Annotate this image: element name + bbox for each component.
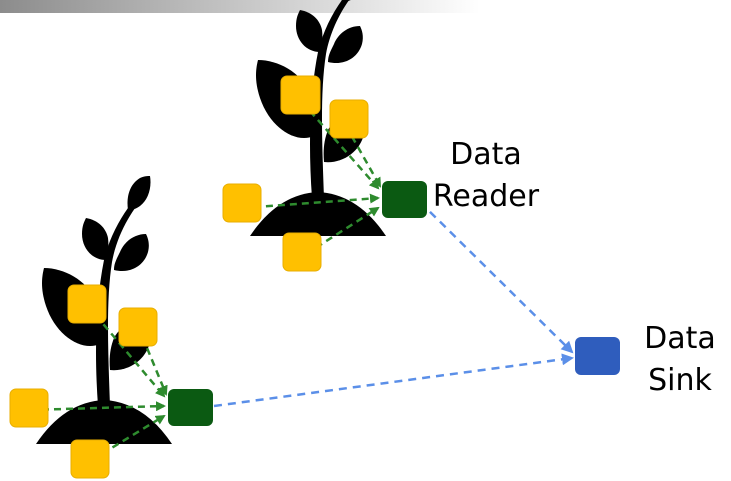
- data-sink-label: Data Sink: [624, 318, 731, 402]
- data-sink-label-line1: Data: [644, 321, 716, 356]
- sensor-node: [329, 99, 369, 139]
- sensor-node: [67, 284, 107, 324]
- link-reader1-to-sink: [419, 201, 574, 354]
- sensor-node: [118, 307, 158, 347]
- sensor-node: [70, 439, 110, 479]
- data-reader-node: [382, 181, 427, 218]
- data-sink-label-line2: Sink: [648, 363, 712, 398]
- link-sensor-top-2: [87, 305, 166, 398]
- reader-sink-links: [213, 201, 574, 408]
- sensor-node: [9, 388, 49, 428]
- slide-top-bar: [0, 0, 480, 13]
- link-sensor-left-1: [241, 193, 380, 210]
- data-reader-label: Data Reader: [418, 134, 554, 218]
- data-reader-label-line2: Reader: [432, 179, 540, 214]
- data-sink-node: [575, 337, 620, 375]
- link-sensor-left-2: [29, 401, 166, 412]
- sensor-node: [222, 183, 262, 223]
- data-reader-label-line1: Data: [450, 137, 522, 172]
- sensor-node: [282, 232, 322, 272]
- link-reader2-to-sink: [213, 353, 574, 408]
- sensor-node: [280, 75, 321, 115]
- data-reader-node: [168, 389, 213, 426]
